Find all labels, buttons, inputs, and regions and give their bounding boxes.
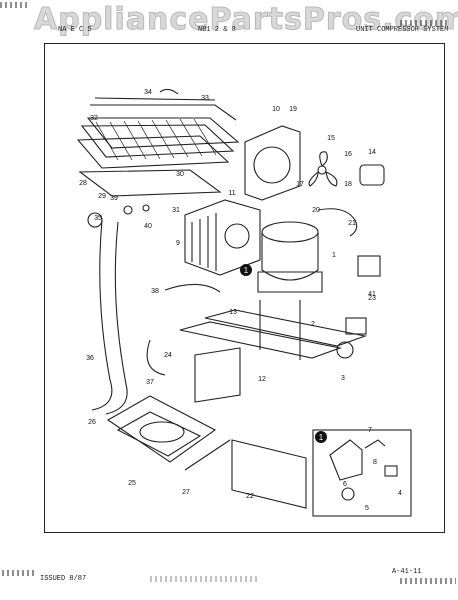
grommet (336, 341, 354, 359)
part-number-label: 36 (86, 355, 94, 362)
scan-noise (2, 570, 36, 576)
scan-noise (400, 20, 450, 26)
part-number-label: 9 (176, 240, 180, 247)
access-panel (231, 439, 307, 509)
part-number-label: 27 (182, 489, 190, 496)
part-number-label: 21 (348, 220, 356, 227)
condenser-coil (76, 88, 240, 169)
mounting-bracket (194, 347, 241, 403)
part-number-label: 14 (368, 149, 376, 156)
scan-noise (150, 576, 260, 582)
part-number-label: 1 (332, 252, 336, 259)
part-number-label: 39 (110, 195, 118, 202)
part-number-label: 18 (344, 181, 352, 188)
condensate-tubing (91, 219, 128, 415)
part-number-label: 20 (312, 207, 320, 214)
relay (357, 255, 381, 277)
part-number-label: 19 (289, 106, 297, 113)
header-section: NB1 2 & 8 (198, 26, 236, 34)
part-number-label: 32 (90, 115, 98, 122)
inset-detail-box (312, 429, 412, 517)
terminal-block (345, 317, 367, 335)
capillary-tube (164, 283, 221, 293)
part-number-label: 17 (296, 181, 304, 188)
drip-tray (106, 395, 217, 463)
base-rail (179, 300, 368, 360)
page-number: A-41-11 (392, 568, 422, 576)
fan-blade (308, 151, 338, 187)
part-number-label: 4 (398, 490, 402, 497)
part-number-label: 34 (144, 89, 152, 96)
wire-clip (87, 212, 103, 228)
drain-pan (78, 169, 222, 197)
inset-callout-number: 1 (319, 433, 324, 442)
part-number-label: 24 (164, 352, 172, 359)
header-model: NA E C S (58, 26, 92, 34)
part-number-label: 28 (79, 180, 87, 187)
issue-date: ISSUED 8/87 (40, 575, 87, 583)
part-number-label: 23 (368, 295, 376, 302)
support-rod (184, 439, 231, 471)
header-title: UNIT COMPRESSOR SYSTEM (356, 26, 449, 34)
callout-number: 1 (244, 266, 249, 275)
page-header: NA E C S NB1 2 & 8 UNIT COMPRESSOR SYSTE… (20, 26, 448, 40)
scan-noise (400, 578, 456, 584)
part-number-label: 15 (327, 135, 335, 142)
part-number-label: 22 (246, 493, 254, 500)
compressor (257, 221, 323, 293)
part-number-label: 29 (98, 193, 106, 200)
evaporator-coil (184, 199, 261, 276)
part-number-label: 10 (272, 106, 280, 113)
part-number-label: 8 (373, 459, 377, 466)
part-number-label: 31 (172, 207, 180, 214)
fan-shroud (244, 125, 301, 201)
part-number-label: 7 (368, 427, 372, 434)
part-number-label: 3 (341, 375, 345, 382)
part-number-label: 16 (344, 151, 352, 158)
part-number-label: 2 (311, 321, 315, 328)
part-number-label: 35 (94, 215, 102, 222)
site-watermark: AppliancePartsPros.com (33, 2, 458, 38)
part-number-label: 30 (176, 171, 184, 178)
part-number-label: 33 (201, 95, 209, 102)
part-number-label: 6 (343, 481, 347, 488)
part-number-label: 25 (128, 480, 136, 487)
scan-noise (0, 2, 30, 8)
part-number-label: 37 (146, 379, 154, 386)
part-number-label: 41 (368, 291, 376, 298)
part-number-label: 13 (229, 309, 237, 316)
part-number-label: 11 (228, 190, 235, 197)
part-number-label: 12 (258, 376, 266, 383)
part-number-label: 40 (144, 223, 152, 230)
part-number-label: 38 (151, 288, 159, 295)
fan-motor (359, 164, 385, 186)
callout-marker: 1 1 (240, 264, 327, 443)
part-number-label: 5 (365, 505, 369, 512)
diagram-frame (44, 43, 445, 533)
part-number-label: 26 (88, 419, 96, 426)
